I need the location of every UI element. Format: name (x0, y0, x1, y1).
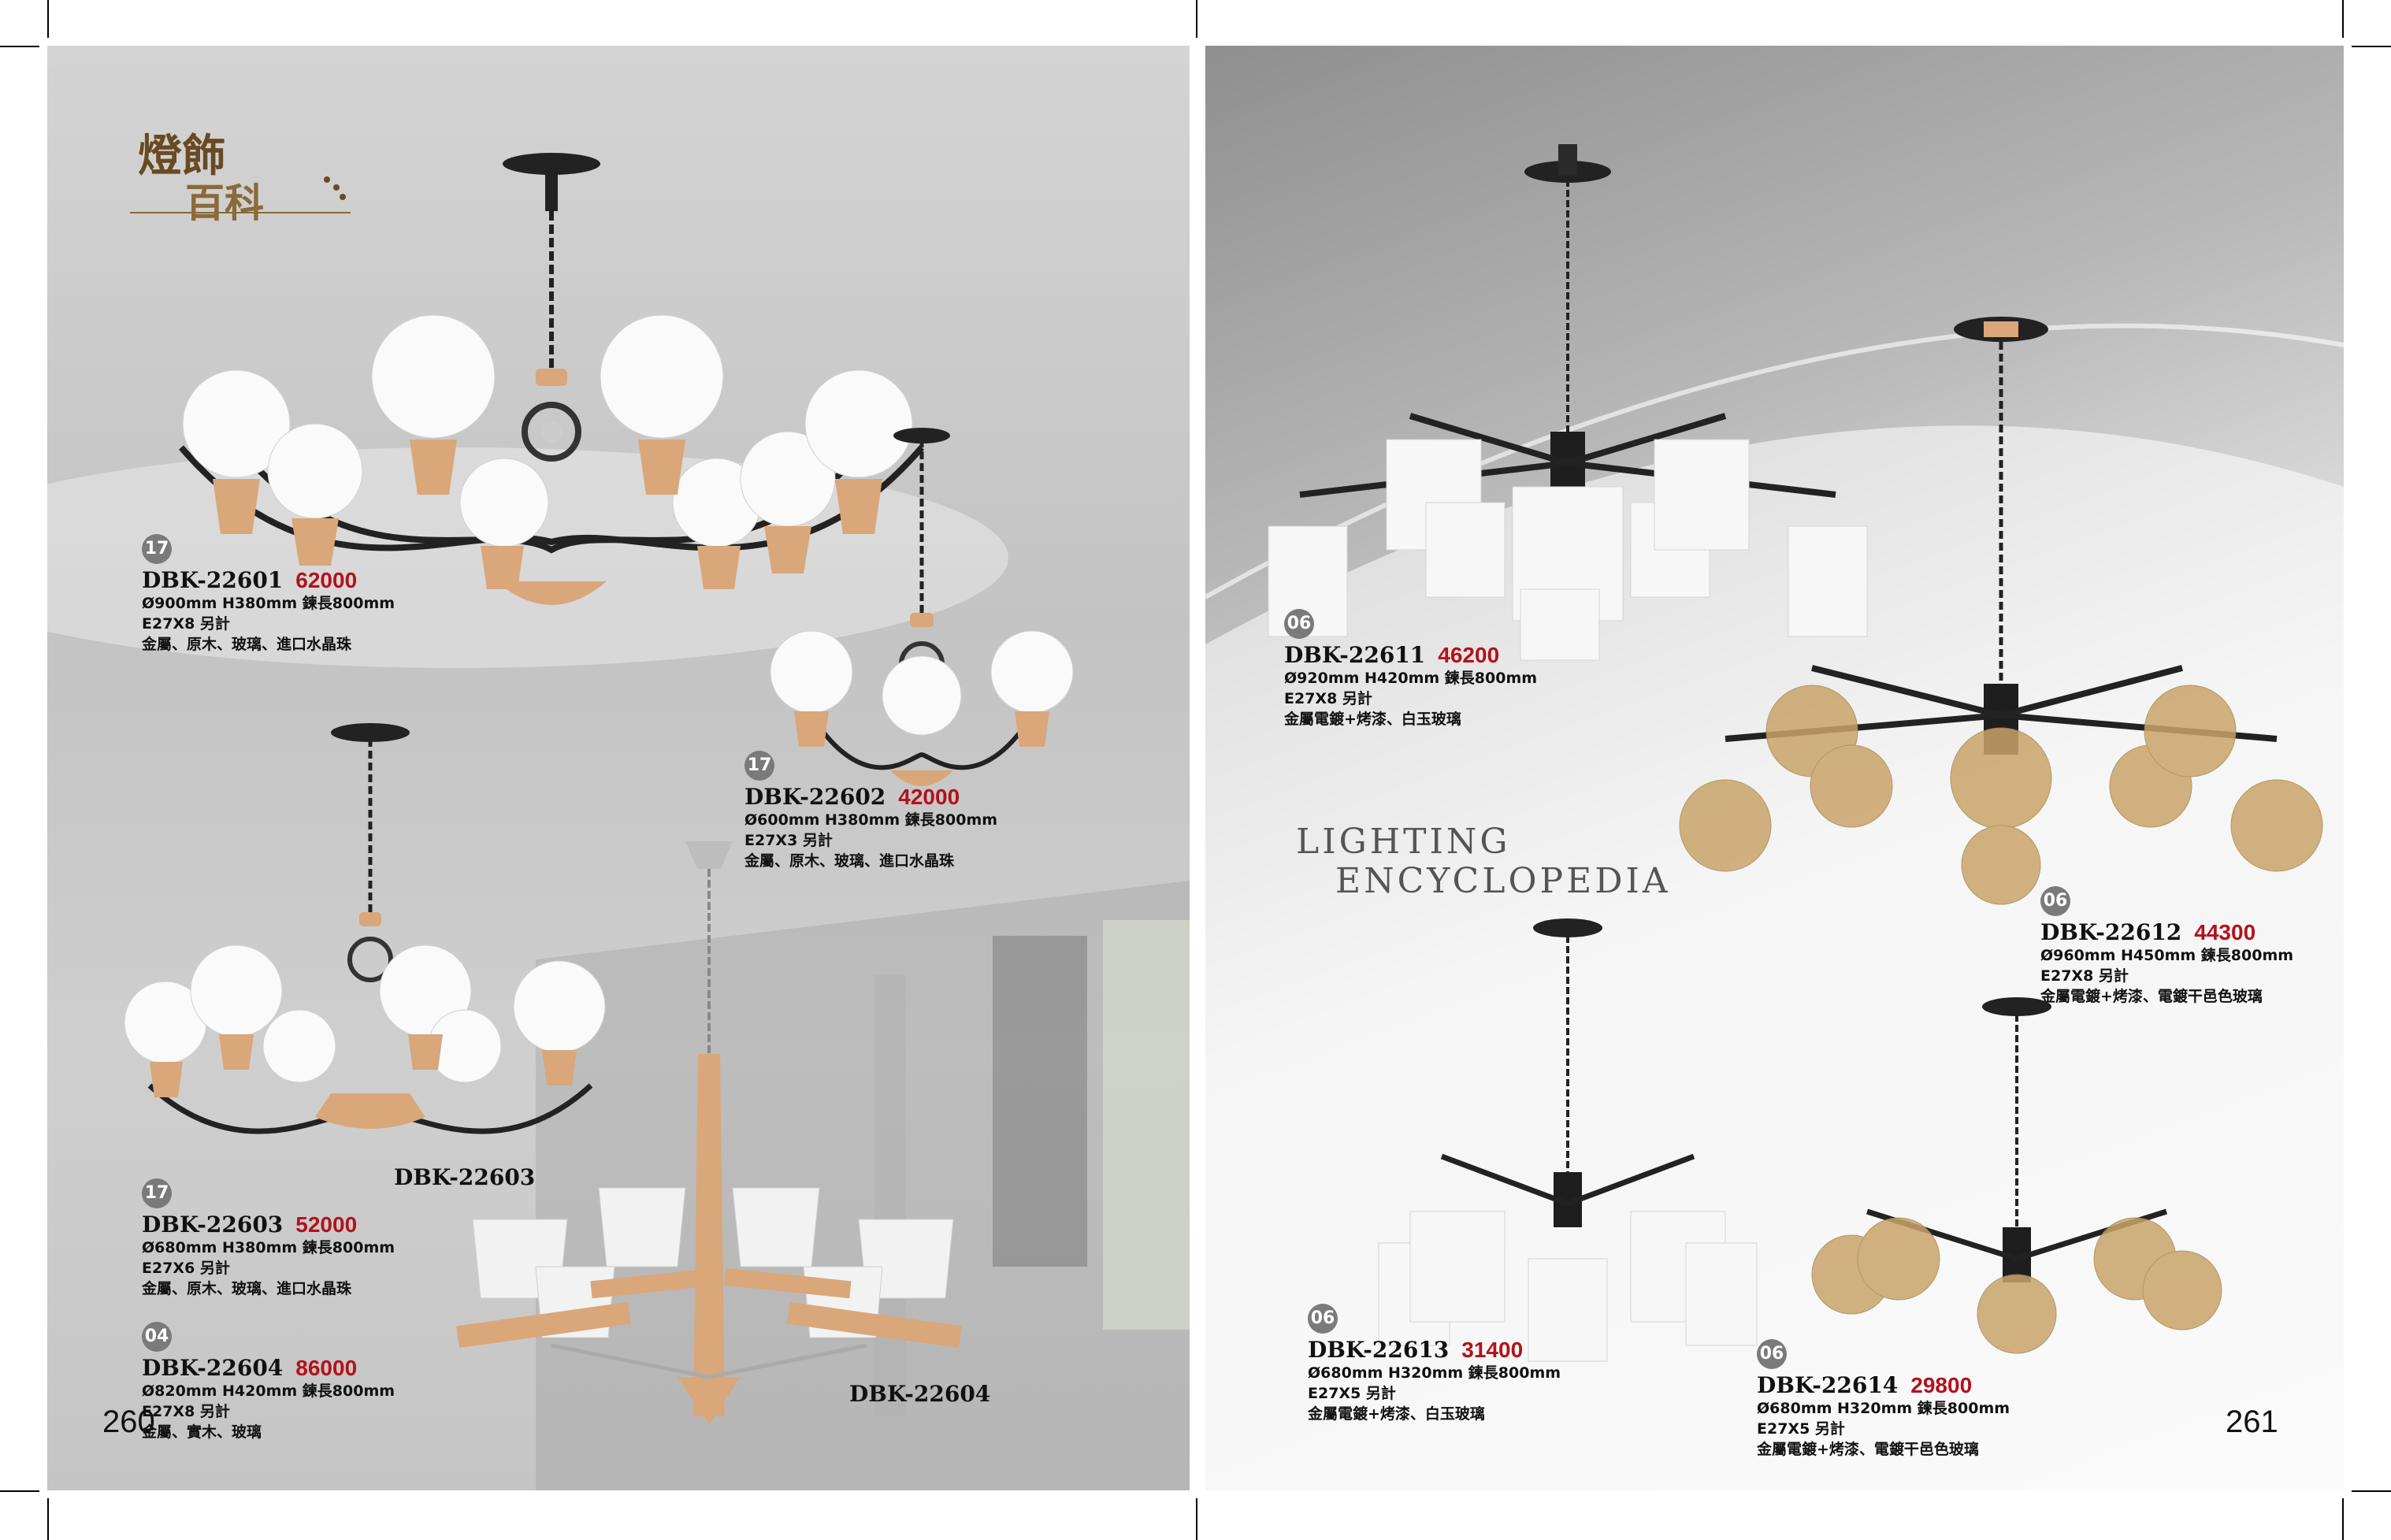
brand-logo-ornament (130, 176, 351, 213)
badge: 17 (142, 534, 172, 564)
brand-logo-line2: 百科 (185, 180, 264, 226)
model-number: DBK-22604 (142, 1355, 284, 1381)
dimensions: Ø900mm H380mm 鍊長800mm (142, 595, 395, 612)
badge: 04 (142, 1322, 172, 1352)
dimensions: Ø960mm H450mm 鍊長800mm (2040, 947, 2294, 964)
tagline-line1: LIGHTING (1296, 822, 1511, 862)
model-number: DBK-22611 (1284, 642, 1426, 668)
price: 29800 (1910, 1373, 1973, 1397)
chandelier-22604-image (456, 841, 962, 1424)
material: 金屬電鍍+烤漆、白玉玻璃 (1284, 711, 1461, 728)
bulb-spec: E27X5 另計 (1757, 1420, 1845, 1438)
price: 62000 (295, 568, 358, 592)
price: 52000 (295, 1212, 358, 1237)
crop-mark (47, 1498, 49, 1540)
brand-logo-line1: 燈飾 (138, 130, 226, 182)
crop-mark (1196, 1498, 1197, 1540)
crop-mark (0, 46, 39, 47)
badge: 06 (2040, 886, 2070, 916)
material: 金屬電鍍+烤漆、電鍍干邑色玻璃 (2040, 988, 2263, 1005)
model-number: DBK-22614 (1757, 1372, 1899, 1398)
badge: 06 (1308, 1304, 1338, 1334)
material: 金屬電鍍+烤漆、白玉玻璃 (1308, 1405, 1485, 1423)
chandelier-22614-image (1811, 997, 2222, 1354)
price: 86000 (295, 1356, 358, 1380)
model-number: DBK-22613 (1308, 1337, 1450, 1363)
image-caption-22603: DBK-22603 (394, 1164, 536, 1190)
chandelier-22613-image (1378, 918, 1758, 1362)
material: 金屬、原木、玻璃、進口水晶珠 (142, 1280, 352, 1297)
dimensions: Ø680mm H320mm 鍊長800mm (1757, 1400, 2010, 1417)
chandelier-22602-image (770, 428, 1074, 786)
chandelier-22612-image (1679, 317, 2323, 905)
material: 金屬、原木、玻璃、進口水晶珠 (744, 852, 955, 870)
crop-mark (2342, 0, 2344, 38)
crop-mark (0, 1490, 39, 1492)
bulb-spec: E27X3 另計 (744, 832, 833, 849)
badge: 06 (1284, 609, 1314, 639)
bulb-spec: E27X6 另計 (142, 1260, 230, 1277)
crop-mark (1196, 0, 1197, 38)
badge: 17 (142, 1178, 172, 1208)
crop-mark (2352, 46, 2391, 47)
page-number-right: 261 (2226, 1405, 2278, 1439)
bulb-spec: E27X8 另計 (2040, 967, 2129, 985)
model-number: DBK-22612 (2040, 919, 2182, 945)
bulb-spec: E27X5 另計 (1308, 1385, 1396, 1402)
badge: 17 (744, 751, 774, 781)
dimensions: Ø680mm H380mm 鍊長800mm (142, 1239, 395, 1256)
dimensions: Ø920mm H420mm 鍊長800mm (1284, 670, 1538, 687)
bulb-spec: E27X8 另計 (1284, 690, 1372, 707)
dimensions: Ø820mm H420mm 鍊長800mm (142, 1382, 395, 1400)
page-number-left: 260 (102, 1405, 155, 1439)
model-number: DBK-22602 (744, 784, 886, 810)
badge: 06 (1757, 1339, 1787, 1369)
image-caption-22604: DBK-22604 (849, 1381, 991, 1407)
price: 42000 (898, 785, 960, 809)
chandelier-22603-image (124, 723, 606, 1134)
bulb-spec: E27X8 另計 (142, 615, 230, 633)
price: 46200 (1438, 643, 1500, 667)
price: 31400 (1461, 1338, 1524, 1362)
model-number: DBK-22601 (142, 567, 284, 593)
dimensions: Ø600mm H380mm 鍊長800mm (744, 811, 998, 829)
material: 金屬、實木、玻璃 (142, 1423, 262, 1441)
bulb-spec: E27X8 另計 (142, 1403, 230, 1420)
crop-mark (2342, 1498, 2344, 1540)
crop-mark (2352, 1490, 2391, 1492)
chandelier-22611-image (1268, 144, 1868, 661)
material: 金屬電鍍+烤漆、電鍍干邑色玻璃 (1757, 1441, 1979, 1458)
material: 金屬、原木、玻璃、進口水晶珠 (142, 636, 352, 653)
crop-mark (47, 0, 49, 38)
dimensions: Ø680mm H320mm 鍊長800mm (1308, 1364, 1561, 1382)
model-number: DBK-22603 (142, 1212, 284, 1238)
tagline-line2: ENCYCLOPEDIA (1335, 861, 1671, 901)
price: 44300 (2194, 920, 2256, 944)
chandelier-22601-image (178, 153, 925, 605)
